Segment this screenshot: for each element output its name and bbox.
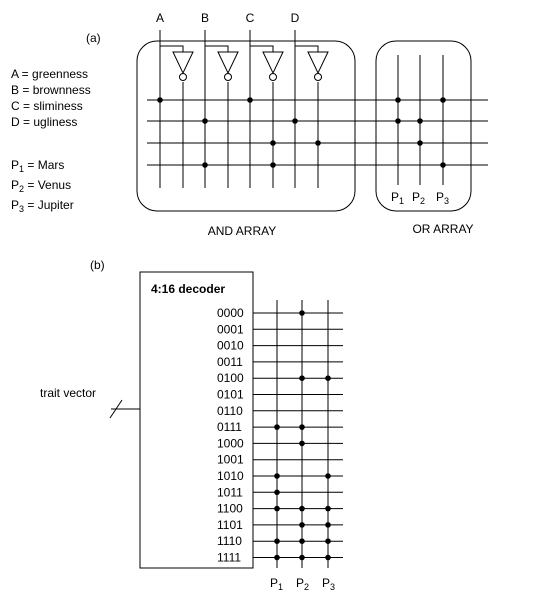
decoder-connection-dot [274, 554, 280, 561]
decoder-or-lines [276, 300, 329, 568]
decoder-or-connections [274, 310, 331, 561]
inverter-b [205, 45, 239, 81]
decoder-connection-dot [299, 424, 305, 430]
and-connection-dot [202, 162, 208, 168]
decoder-connection-dot [299, 310, 305, 316]
and-connection-dot [315, 140, 321, 146]
decoder-connection-dot [299, 522, 305, 528]
inverter-d [295, 45, 329, 81]
svg-text:P2 = Venus: P2 = Venus [11, 178, 71, 194]
decoder-connection-dot [299, 538, 305, 544]
decoder-code-label: 1010 [217, 469, 244, 483]
decoder-code-label: 0111 [217, 420, 242, 434]
decoder-code-label: 1100 [217, 502, 243, 516]
trait-legend: A = greenness B = brownness C = slimines… [11, 67, 91, 129]
decoder-code-label: 0001 [217, 322, 244, 336]
and-connection-dot [270, 140, 276, 146]
and-connection-dot [292, 118, 298, 124]
decoder-connection-dot [274, 424, 280, 430]
input-label-c: C [246, 11, 255, 25]
or-array-label: OR ARRAY [412, 222, 473, 236]
decoder-code-label: 0000 [217, 306, 244, 320]
decoder-output-p1: P1 [270, 576, 283, 592]
decoder-code-label: 0100 [217, 371, 244, 385]
and-array-connections [157, 97, 321, 168]
output-label-p1: P1 [391, 190, 404, 206]
decoder-box [139, 271, 254, 569]
decoder-connection-dot [325, 538, 331, 544]
or-connection-dot [440, 162, 446, 168]
and-array-label: AND ARRAY [208, 224, 276, 238]
decoder-output-lines [253, 312, 343, 558]
decoder-code-label: 1110 [217, 534, 242, 548]
or-connection-dot [395, 118, 401, 124]
input-label-a: A [156, 11, 164, 25]
or-connection-dot [440, 97, 446, 103]
or-array-box [375, 40, 472, 212]
decoder-connection-dot [299, 440, 305, 447]
trait-vector-label: trait vector [40, 386, 96, 400]
and-connection-dot [202, 118, 208, 124]
svg-text:P3 = Jupiter: P3 = Jupiter [11, 198, 74, 214]
and-connection-dot [247, 97, 253, 103]
decoder-connection-dot [299, 375, 305, 382]
input-label-d: D [291, 11, 300, 25]
output-label-p2: P2 [412, 190, 425, 206]
or-array-connections [395, 97, 446, 168]
decoder-connection-dot [299, 554, 305, 561]
decoder-code-label: 1011 [217, 485, 243, 499]
decoder-output-p2: P2 [296, 576, 309, 592]
inverter-a [160, 45, 194, 81]
decoder-connection-dot [325, 473, 331, 479]
bus-slash [109, 399, 123, 419]
planet-legend: P1 = Mars P2 = Venus P3 = Jupiter [11, 158, 74, 214]
decoder-output-p3: P3 [322, 576, 335, 592]
decoder-code-label: 1001 [217, 453, 244, 467]
decoder-connection-dot [325, 554, 331, 561]
decoder-output-codes: 0000 0001 0010 0011 0100 0101 0110 0111 1000 1001… [217, 306, 244, 565]
decoder-code-label: 0101 [217, 388, 244, 402]
part-a-label: (a) [86, 31, 101, 45]
or-connection-dot [417, 140, 423, 146]
part-b-label: (b) [90, 258, 105, 272]
inverter-c [250, 45, 284, 81]
svg-text:C = sliminess: C = sliminess [11, 99, 83, 113]
svg-text:P1 = Mars: P1 = Mars [11, 158, 64, 174]
decoder-connection-dot [274, 489, 280, 496]
decoder-connection-dot [325, 505, 331, 512]
decoder-code-label: 1101 [217, 518, 243, 532]
decoder-connection-dot [325, 375, 331, 382]
decoder-code-label: 1111 [217, 551, 241, 565]
decoder-connection-dot [274, 473, 280, 479]
svg-text:A = greenness: A = greenness [11, 67, 88, 81]
and-connection-dot [157, 97, 163, 103]
decoder-code-label: 0110 [217, 404, 243, 418]
decoder-code-label: 0011 [217, 355, 243, 369]
or-connection-dot [395, 97, 401, 103]
or-connection-dot [417, 118, 423, 124]
decoder-connection-dot [274, 538, 280, 544]
decoder-code-label: 0010 [217, 339, 244, 353]
and-connection-dot [270, 162, 276, 168]
decoder-connection-dot [325, 522, 331, 528]
svg-text:B = brownness: B = brownness [11, 83, 91, 97]
decoder-label: 4:16 decoder [151, 282, 225, 296]
decoder-connection-dot [274, 505, 280, 512]
output-label-p3: P3 [436, 190, 449, 206]
input-label-b: B [201, 11, 209, 25]
decoder-code-label: 1000 [217, 436, 244, 450]
decoder-connection-dot [299, 505, 305, 512]
and-input-lines [159, 30, 319, 188]
and-array-box [136, 40, 356, 212]
svg-text:D = ugliness: D = ugliness [11, 115, 77, 129]
